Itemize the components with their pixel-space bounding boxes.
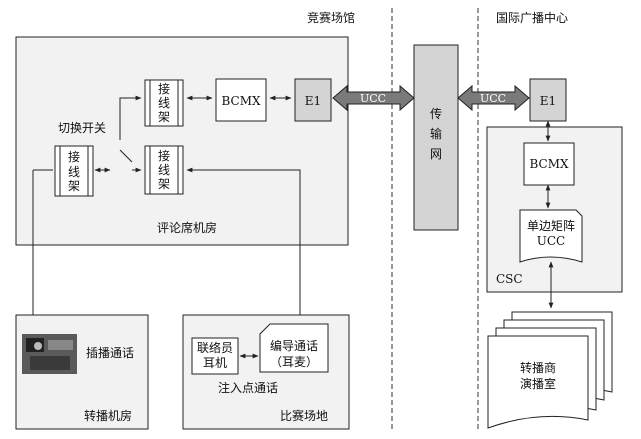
svg-text:接: 接 xyxy=(158,148,170,163)
coordinator-label-1: 联络员 xyxy=(197,340,233,355)
director-label-2: （耳麦） xyxy=(270,355,318,369)
relay-room-title: 转播机房 xyxy=(84,408,132,423)
svg-text:架: 架 xyxy=(158,177,170,191)
transmission-network-box xyxy=(413,44,459,231)
patch-panel-top: 接 线 架 xyxy=(144,79,184,127)
director-label-1: 编导通话 xyxy=(270,338,318,353)
svg-text:架: 架 xyxy=(158,110,170,124)
commentary-room-panel xyxy=(15,36,349,246)
svg-text:接: 接 xyxy=(158,81,170,96)
director-talk-box xyxy=(259,323,329,373)
csc-label: CSC xyxy=(496,272,523,286)
studio-stack xyxy=(487,311,613,429)
switch-mechanism xyxy=(119,95,142,173)
line-panel-to-field xyxy=(186,167,303,332)
network-label-1: 传 xyxy=(430,106,442,121)
coordinator-label-2: 耳机 xyxy=(203,356,227,370)
e1-venue-box xyxy=(294,78,332,122)
patch-panel-middle: 接 线 架 xyxy=(144,145,184,195)
network-label-3: 网 xyxy=(430,147,442,161)
bcmx-ibc-box xyxy=(523,142,575,186)
network-label-2: 输 xyxy=(430,126,442,141)
svg-text:线: 线 xyxy=(158,163,170,177)
ucc-label-right: UCC xyxy=(480,92,506,105)
ibc-header: 国际广播中心 xyxy=(496,10,568,25)
svg-text:架: 架 xyxy=(68,179,80,193)
e1-venue-label: E1 xyxy=(305,94,321,108)
ucc-arrow-right xyxy=(457,84,530,112)
studio-label-2: 演播室 xyxy=(520,376,556,391)
commentary-room-title: 评论席机房 xyxy=(157,220,217,235)
venue-header: 竞赛场馆 xyxy=(307,10,355,25)
bcmx-ibc-label: BCMX xyxy=(529,157,569,171)
matrix-label: 单边矩阵 xyxy=(527,219,575,233)
coordinator-earphone-box xyxy=(191,337,239,375)
relay-room-label: 插播通话 xyxy=(86,346,134,360)
console-photo xyxy=(22,334,77,374)
studio-label-1: 转播商 xyxy=(520,360,556,375)
e1-ibc-box xyxy=(529,78,567,122)
e1-ibc-label: E1 xyxy=(540,94,556,108)
inject-label: 注入点通话 xyxy=(218,380,278,395)
field-title: 比赛场地 xyxy=(280,408,328,423)
svg-text:线: 线 xyxy=(158,96,170,110)
svg-text:接: 接 xyxy=(68,149,80,164)
svg-text:线: 线 xyxy=(68,165,80,179)
bcmx-venue-label: BCMX xyxy=(221,94,261,108)
switch-label: 切换开关 xyxy=(58,121,106,135)
patch-panel-left: 接 线 架 xyxy=(54,145,94,197)
matrix-ucc-box xyxy=(519,209,583,263)
ucc-label-left: UCC xyxy=(360,92,386,105)
bcmx-venue-box xyxy=(215,78,267,122)
ucc-arrow-left xyxy=(332,84,415,112)
matrix-ucc-label: UCC xyxy=(537,234,565,248)
